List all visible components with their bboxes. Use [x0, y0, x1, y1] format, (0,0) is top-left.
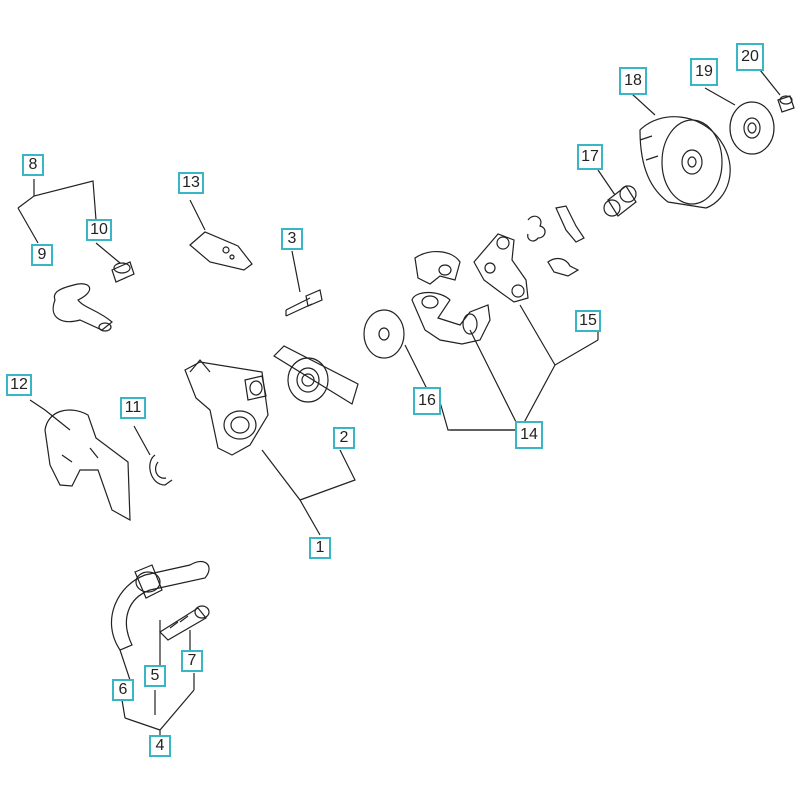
- callout-label: 9: [37, 246, 47, 263]
- callout-12: 12: [6, 374, 32, 396]
- callout-16: 16: [413, 387, 441, 415]
- callout-15: 15: [575, 310, 601, 332]
- callout-1: 1: [309, 537, 331, 559]
- part-washer: [363, 309, 405, 359]
- callout-label: 18: [624, 72, 642, 89]
- callout-label: 1: [315, 539, 325, 556]
- callout-label: 5: [150, 667, 160, 684]
- part-cover: [44, 409, 131, 522]
- callout-label: 7: [187, 652, 197, 669]
- part-pump-housing: [184, 359, 269, 456]
- part-plate: [189, 231, 253, 271]
- part-bolt: [285, 289, 323, 317]
- part-clutch-drum: [639, 116, 731, 209]
- part-springs: [527, 205, 585, 277]
- callout-3: 3: [281, 228, 303, 250]
- part-fitting: [111, 261, 135, 283]
- leader-lines: [17, 69, 781, 740]
- callout-label: 17: [581, 148, 599, 165]
- callout-label: 16: [418, 392, 436, 409]
- part-clutch-hub: [473, 233, 529, 303]
- callout-label: 20: [741, 48, 759, 65]
- callout-label: 15: [579, 312, 597, 329]
- callout-label: 8: [28, 156, 38, 173]
- callout-10: 10: [86, 219, 112, 241]
- callout-4: 4: [149, 735, 171, 757]
- callout-label: 3: [287, 230, 297, 247]
- callout-5: 5: [144, 665, 166, 687]
- callout-11: 11: [120, 397, 146, 419]
- callout-label: 4: [155, 737, 165, 754]
- callout-label: 14: [520, 426, 538, 443]
- callout-14: 14: [515, 421, 543, 449]
- callout-20: 20: [736, 43, 764, 71]
- part-hose: [52, 283, 113, 332]
- part-oil-line: [110, 560, 210, 651]
- callout-17: 17: [577, 144, 603, 170]
- callout-9: 9: [31, 244, 53, 266]
- callout-6: 6: [112, 679, 134, 701]
- part-oil-fitting: [159, 605, 210, 641]
- callout-7: 7: [181, 650, 203, 672]
- callout-label: 13: [182, 174, 200, 191]
- callout-label: 10: [90, 221, 108, 238]
- part-worm-gear: [273, 345, 359, 405]
- part-drum-washer: [729, 101, 775, 155]
- callout-label: 2: [339, 429, 349, 446]
- callout-label: 12: [10, 376, 28, 393]
- callout-18: 18: [619, 67, 647, 95]
- callout-label: 6: [118, 681, 128, 698]
- part-drum-screw: [777, 95, 795, 113]
- callout-19: 19: [690, 58, 718, 86]
- callout-13: 13: [178, 172, 204, 194]
- callout-8: 8: [22, 154, 44, 176]
- callout-2: 2: [333, 427, 355, 449]
- callout-label: 11: [124, 399, 142, 416]
- part-clip: [149, 454, 173, 486]
- callout-label: 19: [695, 63, 713, 80]
- part-bearing: [603, 185, 637, 217]
- part-clutch-shoes: [411, 251, 491, 345]
